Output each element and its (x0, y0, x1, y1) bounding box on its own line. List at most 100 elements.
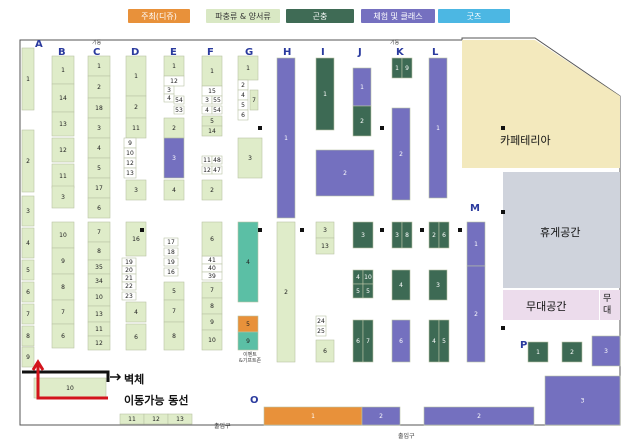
booth-L-3 (428, 269, 448, 301)
booth-label-P-1: 1 (536, 349, 540, 356)
booth-label-B-3: 3 (61, 194, 65, 201)
booth-label-E-12: 12 (170, 78, 178, 85)
booth-label-E-54: 54 (175, 97, 183, 104)
entrance-bottom-label: 출입구 (398, 433, 415, 440)
booth-label-K-2: 2 (399, 151, 403, 158)
path-label: 이동가능 동선 (124, 394, 189, 407)
booth-label-G-6: 6 (241, 112, 245, 119)
booth-label-C-18: 18 (95, 105, 103, 112)
booth-label-C-5: 5 (97, 165, 101, 172)
booth-label-B-14: 14 (59, 95, 67, 102)
stage-short-label: 무 대 (603, 294, 612, 316)
booth-label-C-12: 12 (95, 340, 103, 347)
booth-label-C-8: 8 (97, 248, 101, 255)
booth-label-F-5: 5 (210, 118, 214, 125)
booth-label-L-2: 2 (432, 232, 436, 239)
booth-label-D-10: 10 (126, 150, 134, 157)
booth-label-D-19: 19 (125, 259, 133, 266)
booth-label-A-1: 1 (26, 76, 30, 83)
booth-label-F-10: 10 (208, 337, 216, 344)
pillar-mark (380, 126, 384, 130)
booth-label-F-48: 48 (213, 157, 221, 164)
hall-outline (19, 37, 621, 426)
booth-P-2 (561, 341, 583, 363)
booth-F-48 (211, 155, 223, 165)
booth-O-2 (423, 406, 535, 426)
booth-label-B-11: 11 (59, 173, 67, 180)
booth-label-K-4: 4 (399, 282, 403, 289)
booth-label-B-6: 6 (61, 333, 65, 340)
column-label-C: C (93, 47, 101, 58)
pillar-mark (501, 326, 505, 330)
booth-label-E-4: 4 (167, 95, 171, 102)
wall-arrow (110, 373, 122, 381)
booth-label-G-4: 4 (246, 259, 250, 266)
booth-A-7 (21, 303, 35, 325)
booth-F-54 (211, 105, 223, 115)
booth-label-D-11: 11 (132, 125, 140, 132)
booth-label-K-6: 6 (399, 338, 403, 345)
booth-label-L-1: 1 (436, 125, 440, 132)
booth-label-G-4: 4 (241, 92, 245, 99)
column-label-B: B (58, 47, 66, 58)
booth-F-55 (211, 95, 223, 105)
booth-label-B-1: 1 (61, 67, 65, 74)
booth-label-P-3: 3 (581, 398, 585, 405)
booth-label-E-16: 16 (167, 269, 175, 276)
booth-label-D-3: 3 (134, 187, 138, 194)
booth-H-1 (276, 57, 296, 219)
booth-label-P-3: 3 (604, 348, 608, 355)
legend-host: 주최(디쥬) (128, 9, 190, 23)
column-label-I: I (321, 47, 325, 58)
booth-D-3 (125, 179, 147, 201)
booth-label-D-2: 2 (134, 104, 138, 111)
booth-label-D-23: 23 (125, 293, 133, 300)
cafeteria-label: 카페테리아 (500, 134, 551, 147)
booth-label-A-9: 9 (26, 354, 30, 361)
booth-K-9 (401, 57, 413, 79)
booth-label-P-2: 2 (570, 349, 574, 356)
booth-E-3 (163, 137, 185, 179)
booth-I-2 (315, 149, 375, 197)
booth-F-14 (201, 125, 223, 137)
booth-label-D-9: 9 (128, 140, 132, 147)
booth-J-2 (352, 105, 372, 137)
booth-E-18 (163, 247, 179, 257)
column-label-A: A (35, 39, 43, 50)
pillar-mark (420, 228, 424, 232)
booth-C-6 (87, 197, 111, 219)
booth-label-C-3: 3 (97, 125, 101, 132)
booth-label-J-3: 3 (361, 232, 365, 239)
booth-label-E-3: 3 (167, 87, 171, 94)
booth-F-39 (201, 271, 223, 281)
pillar-mark (380, 228, 384, 232)
booth-A-3 (21, 195, 35, 227)
booth-I-25 (315, 325, 327, 337)
lounge-zone (503, 172, 620, 288)
booth-H-2 (276, 221, 296, 363)
booth-label-L-4: 4 (432, 338, 436, 345)
booth-label-C-34: 34 (95, 278, 103, 285)
booth-G-9 (237, 331, 259, 351)
booth-K-2 (391, 107, 411, 201)
booth-label-O-1: 1 (311, 413, 315, 420)
pillar-mark (300, 228, 304, 232)
booth-K-4 (391, 269, 411, 301)
stage-zone (503, 290, 599, 320)
booth-label-E-17: 17 (167, 239, 175, 246)
booth-G-6 (237, 109, 249, 121)
cafeteria-zone (462, 40, 620, 168)
booth-label-F-12: 12 (203, 167, 211, 174)
column-label-E: E (170, 47, 177, 58)
booth-label-I-2: 2 (343, 170, 347, 177)
booth-label-B-13: 13 (59, 121, 67, 128)
booth-label-F-9: 9 (210, 319, 214, 326)
booth-label-F-14: 14 (208, 128, 216, 135)
stage-side-zone (600, 290, 620, 320)
booth-label-E-19: 19 (167, 259, 175, 266)
pillar-mark (501, 210, 505, 214)
booth-label-J-6: 6 (356, 338, 360, 345)
pillar-label-left: 기둥 (92, 40, 102, 46)
booth-G-7 (249, 89, 259, 111)
